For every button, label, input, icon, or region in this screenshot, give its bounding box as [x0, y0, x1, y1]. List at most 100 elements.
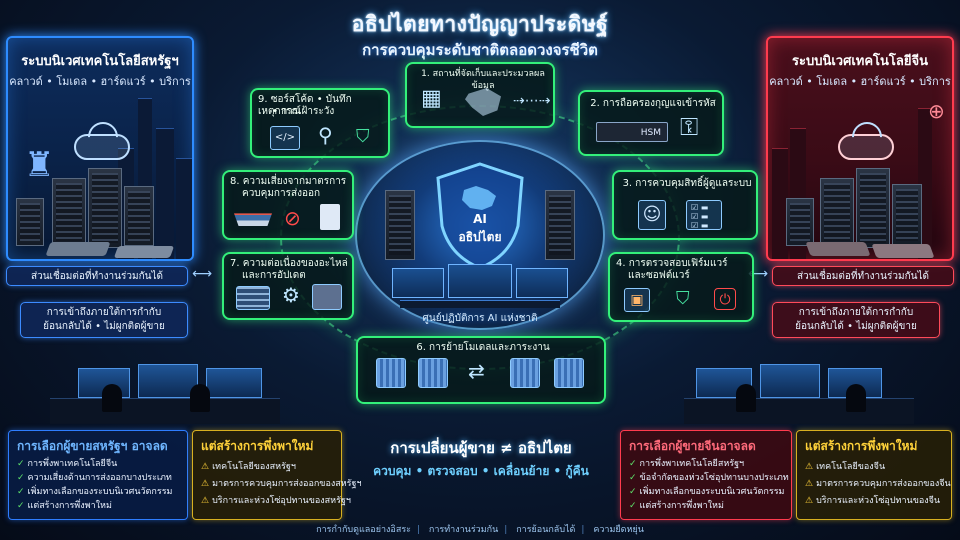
usa-access-box: การเข้าถึงภายใต้การกำกับ ย้อนกลับได้ • ไ…: [20, 302, 188, 338]
usa-dependency-panel: แต่สร้างการพึ่งพาใหม่ ⚠เทคโนโลยีของสหรัฐ…: [192, 430, 362, 520]
china-dependency-list: ⚠เทคโนโลยีของจีน ⚠มาตรการควบคุมการส่งออก…: [805, 459, 951, 510]
usa-choice-list: ✓การพึ่งพาเทคโนโลยีจีน ✓ความเสี่ยงด้านกา…: [17, 457, 172, 513]
step-export-control-label-2: ควบคุมการส่งออก: [242, 188, 321, 199]
list-item: ✓เพิ่มทางเลือกของระบบนิเวศนวัตกรรม: [629, 487, 785, 497]
step-export-control-card[interactable]: 8. ความเสี่ยงจากมาตรการ ควบคุมการส่งออก …: [222, 170, 354, 240]
server-part-icon: [236, 286, 270, 310]
list-item: ✓แต่สร้างการพึ่งพาใหม่: [629, 501, 724, 511]
control-desk: [400, 300, 560, 308]
usa-vendor-choice-panel: การเลือกผู้ขายสหรัฐฯ อาจลด ✓การพึ่งพาเทค…: [8, 430, 188, 520]
china-panel-title: ระบบนิเวศเทคโนโลยีจีน: [792, 54, 928, 69]
code-icon: </>: [270, 126, 300, 150]
storage-box-icon: [312, 284, 342, 310]
china-dependency-panel: แต่สร้างการพึ่งพาใหม่ ⚠เทคโนโลยีของจีน ⚠…: [796, 430, 952, 520]
china-access-box: การเข้าถึงภายใต้การกำกับ ย้อนกลับได้ • ไ…: [772, 302, 940, 338]
map-icon: [465, 88, 501, 116]
document-icon: [320, 204, 340, 230]
list-item: ⚠เทคโนโลยีของจีน: [805, 462, 886, 472]
skyscraper: [176, 158, 192, 259]
building-icon: ▦: [421, 86, 442, 111]
operator-silhouette: [846, 384, 866, 412]
step-source-code-label-2: • การเฝ้าระวัง: [272, 106, 335, 117]
usa-panel-title: ระบบนิเวศเทคโนโลยีสหรัฐฯ: [21, 54, 179, 69]
step-source-code-card[interactable]: 9. ซอร์สโค้ด • บันทึกเหตุการณ์ • การเฝ้า…: [250, 88, 390, 158]
step-key-custody-label: 2. การถือครองกุญแจเข้ารหัส: [590, 98, 716, 109]
hsm-device-icon: HSM: [596, 122, 668, 142]
step-data-location-card[interactable]: 1. สถานที่จัดเก็บและประมวลผลข้อมูล ▦ ⇢⋯⇢: [405, 62, 555, 128]
world-map-monitor: [392, 268, 444, 298]
operator-silhouette: [102, 384, 122, 412]
shield-check-icon: ⛉: [356, 126, 370, 147]
container-icon: [510, 358, 540, 388]
china-choice-title: การเลือกผู้ขายจีนอาจลด: [629, 439, 756, 453]
usa-interop-box: ส่วนเชื่อมต่อที่ทำงานร่วมกันได้: [6, 266, 188, 286]
shield-label-ai: AI: [473, 212, 487, 226]
server-rack-icon: [892, 184, 922, 246]
step-key-custody-card[interactable]: 2. การถือครองกุญแจเข้ารหัส HSM ⚿: [578, 90, 724, 156]
list-item: ⚠มาตรการควบคุมการส่งออกของสหรัฐฯ: [201, 479, 362, 489]
china-access-line1: การเข้าถึงภายใต้การกำกับ: [798, 307, 914, 318]
server-rack-icon: [124, 186, 154, 246]
double-arrow-icon: ⟷: [192, 266, 213, 282]
gpu-card-icon: [805, 242, 871, 256]
usa-interop-text: ส่วนเชื่อมต่อที่ทำงานร่วมกันได้: [31, 271, 163, 282]
china-panel-subtitle: คลาวด์ • โมเดล • ฮาร์ดแวร์ • บริการ: [769, 75, 951, 88]
skyscraper: [772, 148, 788, 259]
gpu-card-icon: [871, 244, 935, 258]
vendor-switch-title: การเปลี่ยนผู้ขาย ≠ อธิปไตย: [390, 439, 572, 457]
usa-access-line2: ย้อนกลับได้ • ไม่ผูกติดผู้ขาย: [43, 321, 165, 332]
shield-check-icon: ⛉: [676, 288, 690, 309]
operator-silhouette: [736, 384, 756, 412]
list-item: ⚠มาตรการควบคุมการส่งออกของจีน: [805, 479, 951, 489]
page-subtitle: การควบคุมระดับชาติตลอดวงจรชีวิต: [362, 41, 598, 59]
step-data-location-label: 1. สถานที่จัดเก็บและประมวลผลข้อมูล: [421, 69, 545, 91]
statue-of-liberty-icon: ♜: [24, 145, 55, 185]
server-rack-icon: [545, 190, 575, 260]
container-icon: [376, 358, 406, 388]
world-map-monitor: [448, 264, 512, 298]
step-firmware-audit-label-1: 4. การตรวจสอบเฟิร์มแวร์: [616, 258, 728, 269]
gpu-card-icon: [113, 246, 175, 258]
usa-choice-title: การเลือกผู้ขายสหรัฐฯ อาจลด: [17, 439, 168, 453]
user-icon: ☺: [638, 200, 666, 230]
ban-icon: ⊘: [284, 206, 301, 230]
footer-item: การย้อนกลับได้: [516, 525, 576, 535]
china-vendor-choice-panel: การเลือกผู้ขายจีนอาจลด ✓การพึ่งพาเทคโนโล…: [620, 430, 792, 520]
server-rack-icon: [16, 198, 44, 246]
ops-center-label: ศูนย์ปฏิบัติการ AI แห่งชาติ: [422, 313, 538, 324]
server-rack-icon: [88, 168, 122, 248]
list-item: ✓แต่สร้างการพึ่งพาใหม่: [17, 501, 112, 511]
step-workload-migration-card[interactable]: 6. การย้ายโมเดลและภาระงาน ⇄: [356, 336, 606, 404]
power-icon: ⏻: [714, 288, 736, 310]
server-rack-icon: [385, 190, 415, 260]
footer-principles: การกำกับดูแลอย่างอิสระ| การทำงานร่วมกัน|…: [316, 525, 644, 535]
step-export-control-label-1: 8. ความเสี่ยงจากมาตรการ: [230, 176, 347, 187]
server-rack-icon: [52, 178, 86, 246]
step-workload-migration-label: 6. การย้ายโมเดลและภาระงาน: [416, 342, 550, 353]
step-firmware-audit-card[interactable]: 4. การตรวจสอบเฟิร์มแวร์ และซอฟต์แวร์ ▣ ⛉…: [608, 252, 754, 322]
world-map-monitor: [516, 268, 568, 298]
operator-monitor: [138, 364, 198, 398]
list-item: ✓ความเสี่ยงด้านการส่งออกบางประเภท: [17, 473, 172, 483]
checklist-icon: ☑ ▬☑ ▬☑ ▬: [686, 200, 722, 230]
usa-dependency-list: ⚠เทคโนโลยีของสหรัฐฯ ⚠มาตรการควบคุมการส่ง…: [201, 459, 362, 510]
usa-ecosystem-panel: ระบบนิเวศเทคโนโลยีสหรัฐฯ คลาวด์ • โมเดล …: [6, 36, 194, 261]
list-item: ✓การพึ่งพาเทคโนโลยีสหรัฐฯ: [629, 459, 745, 469]
cloud-icon: [838, 134, 894, 160]
gear-icon: ⚙: [282, 283, 300, 307]
hsm-label: HSM: [640, 128, 661, 138]
skyscraper: [156, 128, 174, 259]
step-parts-continuity-card[interactable]: 7. ความต่อเนื่องของอะไหล่ และการอัปเดต ⚙: [222, 252, 354, 320]
list-item: ✓ข้อจำกัดของห่วงโซ่อุปทานบางประเภท: [629, 473, 789, 483]
operator-monitor: [760, 364, 820, 398]
operator-desk: [684, 398, 914, 424]
container-icon: [554, 358, 584, 388]
list-item: ⚠บริการและห่วงโซ่อุปทานของจีน: [805, 496, 941, 506]
usa-access-line1: การเข้าถึงภายใต้การกำกับ: [46, 307, 162, 318]
step-parts-continuity-label-2: และการอัปเดต: [242, 270, 306, 281]
usa-dependency-title: แต่สร้างการพึ่งพาใหม่: [201, 439, 314, 453]
key-icon: ⚿: [680, 113, 699, 141]
step-parts-continuity-label-1: 7. ความต่อเนื่องของอะไหล่: [230, 258, 348, 269]
step-admin-control-card[interactable]: 3. การควบคุมสิทธิ์ผู้ดูแลระบบ ☺ ☑ ▬☑ ▬☑ …: [612, 170, 758, 240]
china-choice-list: ✓การพึ่งพาเทคโนโลยีสหรัฐฯ ✓ข้อจำกัดของห่…: [629, 457, 789, 513]
